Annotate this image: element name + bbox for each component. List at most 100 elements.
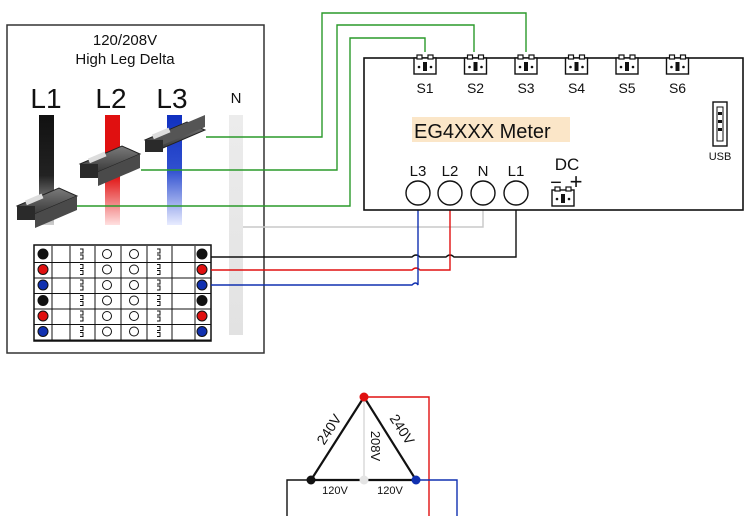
- sensor-port-label: S4: [568, 80, 585, 96]
- l1-voltage-wire: [211, 205, 517, 258]
- sensor-wire-s1: [77, 37, 426, 207]
- sensor-port-s1[interactable]: [413, 54, 437, 75]
- ct-clamp-l2: [78, 145, 142, 186]
- breaker-toggle-left[interactable]: [80, 264, 84, 275]
- delta-vertex-red: [359, 392, 369, 402]
- bus-bar-neutral: [229, 115, 243, 335]
- voltage-input-label: L3: [410, 163, 427, 180]
- breaker-phase-dot-right: [196, 279, 208, 291]
- sensor-port-label: S5: [618, 80, 635, 96]
- usb-port: [712, 101, 728, 147]
- breaker-phase-dot-left: [37, 279, 49, 291]
- sensor-wire-s2: [141, 24, 475, 171]
- breaker-phase-dot-right: [196, 326, 208, 337]
- voltage-terminal-l2[interactable]: [437, 180, 463, 206]
- sensor-port-s4[interactable]: [564, 54, 589, 75]
- usb-label: USB: [709, 151, 732, 163]
- delta-red-leg-wire: [364, 396, 430, 516]
- voltage-terminal-l1[interactable]: [503, 180, 529, 206]
- breaker-screw-right: [129, 280, 139, 290]
- breaker-phase-dot-left: [37, 264, 49, 275]
- voltage-terminal-n[interactable]: [470, 180, 496, 206]
- phase-label-l3: L3: [156, 83, 187, 114]
- dc-label: DC: [555, 155, 580, 174]
- breaker-phase-dot-left: [37, 326, 49, 337]
- delta-blue-leg-wire: [416, 479, 458, 516]
- breaker-screw-right: [129, 326, 139, 337]
- delta-center-voltage: 208V: [368, 431, 383, 462]
- breaker-screw-right: [129, 264, 139, 275]
- meter-name-highlight: [412, 117, 570, 142]
- delta-bottom-left-voltage: 120V: [322, 485, 348, 497]
- l3-voltage-wire: [211, 205, 419, 286]
- breaker-screw-right: [129, 311, 139, 321]
- voltage-input-label: L2: [442, 163, 459, 180]
- breaker-toggle-right[interactable]: [157, 310, 161, 322]
- sensor-port-label: S3: [517, 80, 534, 96]
- dc-minus-symbol: −: [550, 172, 562, 194]
- neutral-voltage-wire: [243, 205, 484, 228]
- breaker-row: [34, 246, 211, 263]
- breaker-screw-left: [102, 280, 112, 290]
- breaker-row: [34, 277, 211, 294]
- breaker-toggle-left[interactable]: [80, 279, 84, 291]
- delta-bottom-right-voltage: 120V: [377, 485, 403, 497]
- l2-voltage-wire: [211, 205, 451, 271]
- panel-title-voltage: 120/208V: [93, 32, 157, 49]
- breaker-toggle-right[interactable]: [157, 279, 161, 291]
- breaker-row: [34, 323, 211, 341]
- delta-left-voltage: 240V: [313, 411, 345, 448]
- sensor-wire-s3: [206, 12, 527, 138]
- voltage-input-label: N: [478, 163, 489, 180]
- phase-label-l1: L1: [30, 83, 61, 114]
- breaker-screw-left: [102, 249, 112, 259]
- panel-title-config: High Leg Delta: [75, 51, 175, 68]
- breaker-screw-left: [102, 264, 112, 275]
- eg4xxx-meter: S1 S2 S3 S4 S5 S6 EG4XXX Meter USB L3 L2 N L1 DC…: [363, 54, 744, 211]
- breaker-screw-left: [102, 295, 112, 306]
- breaker-toggle-left[interactable]: [80, 295, 84, 306]
- ct-clamp-l3: [143, 114, 207, 152]
- electrical-panel: 120/208V High Leg Delta L1 L2 L3 N: [6, 24, 265, 354]
- voltage-terminal-l3[interactable]: [405, 180, 431, 206]
- breaker-toggle-right[interactable]: [157, 295, 161, 306]
- ct-clamp-l1: [15, 187, 79, 228]
- sensor-port-s3[interactable]: [514, 54, 538, 75]
- neutral-label: N: [231, 90, 242, 107]
- sensor-port-s6[interactable]: [665, 54, 690, 75]
- breaker-phase-dot-right: [196, 310, 208, 322]
- delta-neutral-tap: [359, 475, 369, 485]
- breaker-toggle-right[interactable]: [157, 248, 161, 260]
- breaker-toggle-left[interactable]: [80, 326, 84, 337]
- delta-vertex-blue: [411, 475, 421, 485]
- delta-black-leg-wire: [286, 479, 311, 516]
- breaker-screw-right: [129, 249, 139, 259]
- voltage-input-label: L1: [508, 163, 525, 180]
- sensor-port-label: S6: [669, 80, 686, 96]
- sensor-port-s5[interactable]: [615, 54, 639, 75]
- dc-power-port[interactable]: [551, 186, 575, 207]
- breaker-row: [34, 261, 211, 279]
- breaker-row: [34, 292, 211, 310]
- breaker-screw-left: [102, 326, 112, 337]
- breaker-phase-dot-left: [37, 310, 49, 322]
- breaker-phase-dot-right: [196, 295, 208, 306]
- breaker-screw-right: [129, 295, 139, 306]
- breaker-toggle-left[interactable]: [80, 248, 84, 260]
- breaker-toggle-left[interactable]: [80, 310, 84, 322]
- meter-name: EG4XXX Meter: [414, 121, 551, 143]
- breaker-block: [33, 244, 212, 342]
- delta-vertex-black: [306, 475, 316, 485]
- breaker-toggle-right[interactable]: [157, 326, 161, 337]
- breaker-row: [34, 308, 211, 325]
- sensor-port-s2[interactable]: [463, 54, 488, 75]
- high-leg-delta-diagram: 240V 240V 208V 120V 120V: [286, 392, 458, 516]
- breaker-phase-dot-right: [196, 248, 208, 260]
- sensor-port-label: S2: [467, 80, 484, 96]
- breaker-phase-dot-left: [37, 295, 49, 306]
- sensor-port-label: S1: [416, 80, 433, 96]
- dc-plus-symbol: +: [570, 169, 583, 194]
- phase-label-l2: L2: [95, 83, 126, 114]
- breaker-phase-dot-left: [37, 248, 49, 260]
- breaker-toggle-right[interactable]: [157, 264, 161, 275]
